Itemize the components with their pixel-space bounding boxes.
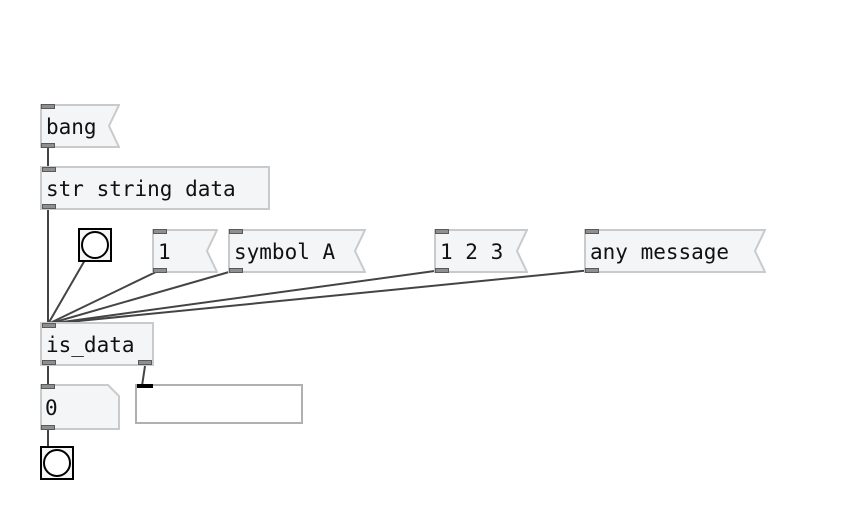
number-box-value: 0 (45, 396, 58, 420)
bng-button-top[interactable] (78, 228, 112, 262)
str-object-outlet[interactable] (42, 204, 56, 209)
number-box-shape (40, 384, 120, 430)
is-data-object-label: is_data (46, 333, 135, 357)
str-object-label: str string data (46, 177, 236, 201)
symbol-box[interactable] (135, 384, 303, 424)
cord-bng-to-isdata (47, 259, 86, 325)
symbol-box-inlet[interactable] (137, 384, 153, 388)
message-symbol-a-label: symbol A (234, 240, 336, 264)
is-data-object-outlet-right[interactable] (138, 360, 152, 365)
str-object[interactable]: str string data (40, 166, 270, 210)
message-shape (434, 229, 528, 273)
bng-circle-icon (43, 449, 71, 477)
message-shape (584, 229, 766, 273)
bang-message-inlet[interactable] (41, 104, 55, 109)
message-symbol-a[interactable]: symbol A (228, 229, 366, 273)
message-any-message-outlet[interactable] (585, 268, 599, 273)
bang-message[interactable]: bang (40, 104, 120, 148)
message-shape (228, 229, 366, 273)
message-1-2-3-inlet[interactable] (435, 229, 449, 234)
message-1[interactable]: 1 (152, 229, 218, 273)
bang-message-label: bang (46, 115, 97, 139)
message-symbol-a-inlet[interactable] (229, 229, 243, 234)
str-object-inlet[interactable] (42, 167, 56, 172)
message-symbol-a-outlet[interactable] (229, 268, 243, 273)
message-1-inlet[interactable] (153, 229, 167, 234)
message-any-message-label: any message (590, 240, 730, 264)
message-1-outlet[interactable] (153, 268, 167, 273)
bng-circle-icon (81, 231, 109, 259)
cord-anymsg-to-isdata (47, 269, 593, 325)
message-1-2-3-label: 1 2 3 (440, 240, 504, 264)
message-any-message[interactable]: any message (584, 229, 766, 273)
is-data-object-outlet-left[interactable] (42, 360, 56, 365)
bng-button-bottom[interactable] (40, 446, 74, 480)
cord-msg1-to-isdata (47, 269, 161, 325)
message-1-label: 1 (158, 240, 171, 264)
message-1-2-3[interactable]: 1 2 3 (434, 229, 528, 273)
message-1-2-3-outlet[interactable] (435, 268, 449, 273)
cord-isdata-to-symbol (141, 365, 146, 387)
number-box-inlet[interactable] (41, 384, 55, 389)
cord-123-to-isdata (47, 269, 443, 325)
bang-message-outlet[interactable] (41, 143, 55, 148)
number-box-outlet[interactable] (41, 425, 55, 430)
is-data-object[interactable]: is_data (40, 322, 154, 366)
message-any-message-inlet[interactable] (585, 229, 599, 234)
cord-symbolA-to-isdata (47, 269, 237, 325)
number-box[interactable]: 0 (40, 384, 120, 430)
is-data-object-inlet[interactable] (42, 323, 56, 328)
message-shape (40, 104, 120, 148)
message-shape (152, 229, 218, 273)
